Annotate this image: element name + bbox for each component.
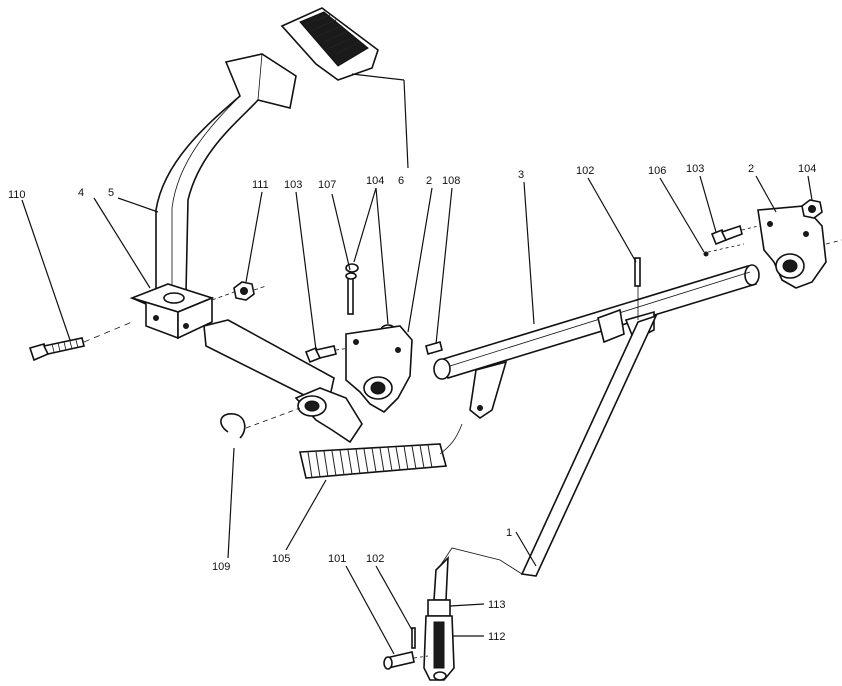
small-bolt-103-right-part — [710, 224, 759, 246]
callout-103-right: 103 — [686, 163, 704, 175]
cotter-pin-102-lower-part — [411, 627, 416, 649]
clevis-fork-part — [423, 599, 455, 681]
lever-arm-part — [203, 319, 363, 444]
callout-113: 113 — [488, 599, 506, 611]
callout-2-right: 2 — [748, 163, 754, 175]
nut-111-part — [211, 281, 267, 301]
callout-6: 6 — [398, 175, 404, 187]
circlip-part — [220, 407, 301, 439]
pivot-block-part — [129, 283, 215, 340]
shaft-part — [433, 257, 760, 419]
pedal-pad-part — [280, 7, 379, 81]
bracket-right-part — [757, 205, 842, 289]
callout-102-upper: 102 — [576, 165, 594, 177]
callout-3: 3 — [518, 169, 524, 181]
callout-101: 101 — [328, 553, 346, 565]
pedal-arm-part — [155, 53, 297, 293]
leader-lines — [21, 73, 813, 655]
callout-4: 4 — [78, 187, 84, 199]
callout-111: 111 — [252, 179, 269, 191]
callout-107: 107 — [318, 179, 336, 191]
callout-labels: 110 4 5 111 103 107 104 6 2 108 3 102 10… — [8, 163, 816, 643]
callout-105: 105 — [272, 553, 290, 565]
callout-110: 110 — [8, 189, 26, 201]
callout-104-right: 104 — [798, 163, 816, 175]
callout-104-left: 104 — [366, 175, 384, 187]
callout-102-lower: 102 — [366, 553, 384, 565]
bolt-110-part — [28, 321, 133, 362]
callout-109: 109 — [212, 561, 230, 573]
nut-104-right-part — [801, 199, 823, 219]
bracket-left-part — [345, 325, 413, 413]
pin-108-part — [425, 341, 443, 355]
callout-108: 108 — [442, 175, 460, 187]
callout-5: 5 — [108, 187, 114, 199]
cotter-pin-106-part — [703, 243, 745, 257]
rod-part — [433, 314, 658, 601]
callout-106: 106 — [648, 165, 666, 177]
callout-1: 1 — [506, 527, 512, 539]
pin-107-part — [345, 272, 357, 315]
pin-101-part — [383, 651, 429, 670]
callout-103-left: 103 — [284, 179, 302, 191]
spring-part — [299, 423, 463, 479]
callout-2-left: 2 — [426, 175, 432, 187]
small-bolt-103-left-part — [304, 345, 351, 364]
callout-112: 112 — [488, 631, 506, 643]
